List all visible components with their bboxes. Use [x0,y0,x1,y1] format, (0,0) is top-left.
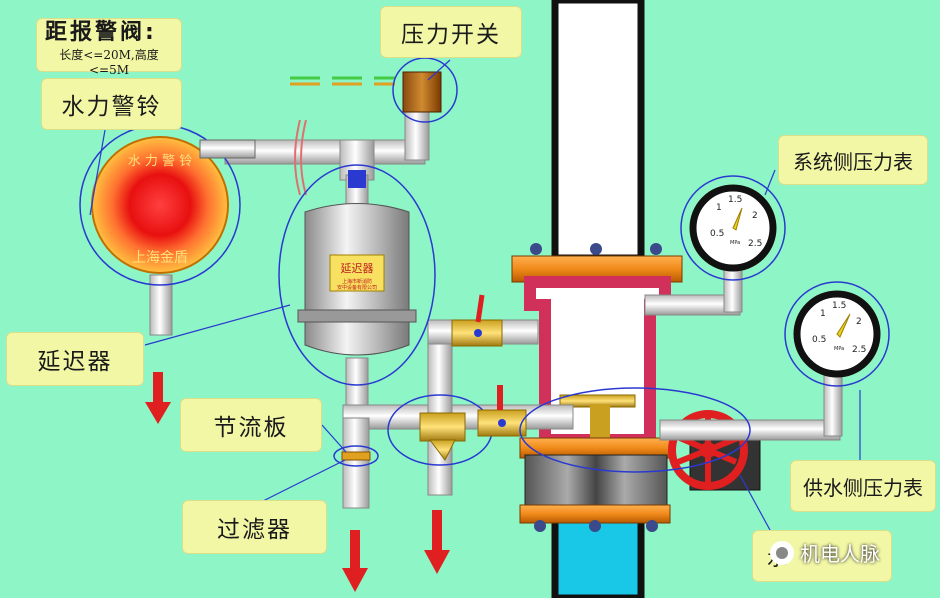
sup-tick-3: 2 [856,317,862,327]
sys-tick-2: 1.5 [728,195,742,205]
flow-arrow-1 [145,372,171,424]
watermark-text: 机电人脉 [800,542,880,566]
alarm-distance-note: 长度<=20M,高度<=5M [59,47,159,77]
alarm-valve-body [511,243,683,532]
label-supply-gauge: 供水侧压力表 [790,460,936,512]
retard-chamber: 延迟器 上海市新消防 安中设备有限公司 [278,164,436,386]
sys-tick-0: 0.5 [710,229,724,239]
sys-tick-1: 1 [716,203,722,213]
sup-tick-2: 1.5 [832,301,846,311]
bell-maker-text: 上海金盾 [132,250,188,266]
watermark: 机电人脉 [770,538,880,567]
label-water-bell: 水力警铃 [41,78,182,130]
sup-tick-0: 0.5 [812,335,826,345]
supply-pressure-gauge: 0.5 1 1.5 2 2.5 MPa [784,281,890,387]
chamber-maker-line1: 上海市新消防 [342,278,372,285]
ball-valves [451,294,751,473]
leader-lines [89,59,861,531]
sys-tick-3: 2 [752,211,758,221]
orifice-plate [333,445,379,467]
label-orifice-plate: 节流板 [180,398,322,452]
pressure-switch [392,57,458,123]
label-pressure-switch: 压力开关 [380,6,522,58]
sup-unit: MPa [834,346,844,352]
chat-icon [770,540,794,565]
alarm-distance-title: 距报警阀: [45,19,157,45]
label-alarm-distance: 距报警阀: 长度<=20M,高度<=5M [36,18,182,77]
hand-wheel [668,410,761,491]
sup-tick-1: 1 [820,309,826,319]
sup-tick-4: 2.5 [852,345,866,355]
label-retard-chamber: 延迟器 [6,332,144,386]
water-bell: 水 力 警 铃 上海金盾 [79,124,256,286]
sys-tick-4: 2.5 [748,239,762,249]
system-pressure-gauge: 0.5 1 1.5 2 2.5 MPa [680,175,786,281]
label-strainer: 过滤器 [182,500,327,554]
sys-unit: MPa [730,240,740,246]
main-riser [551,0,645,598]
chamber-plate-text: 延迟器 [341,262,374,275]
label-system-gauge: 系统侧压力表 [778,135,928,185]
flow-arrow-2 [342,530,368,592]
flow-arrow-3 [424,510,450,574]
chamber-maker-line2: 安中设备有限公司 [337,284,377,291]
bell-ring-text: 水 力 警 铃 [128,153,192,169]
flow-arrows [145,372,450,592]
